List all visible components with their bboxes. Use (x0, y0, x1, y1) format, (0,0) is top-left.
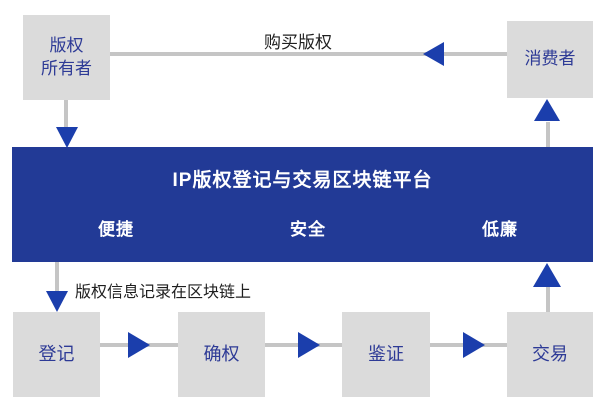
node-copyright-owner-label-line2: 所有者 (41, 58, 92, 78)
node-copyright-owner-label-line1: 版权 (49, 35, 84, 55)
node-register: 登记 (13, 312, 100, 397)
node-confirm-rights: 确权 (178, 312, 265, 397)
line-trade-to-platform (546, 287, 550, 312)
node-register-label: 登记 (38, 344, 75, 365)
feature-lowcost: 低廉 (482, 220, 518, 239)
node-confirm-rights-label: 确权 (203, 344, 240, 365)
line-owner-to-platform (64, 100, 68, 130)
arrowhead-down-icon (46, 291, 68, 312)
node-authenticate: 鉴证 (342, 312, 430, 397)
arrowhead-up-icon (533, 263, 561, 287)
arrowhead-right-icon (463, 332, 485, 358)
arrowhead-down-icon (56, 127, 78, 148)
node-authenticate-label: 鉴证 (368, 344, 404, 365)
feature-convenient: 便捷 (98, 220, 134, 239)
purchase-copyright-label: 购买版权 (264, 33, 332, 52)
arrowhead-right-icon (128, 332, 150, 358)
node-trade-label: 交易 (532, 344, 568, 365)
line-platform-to-consumer (546, 122, 550, 147)
platform-title: IP版权登记与交易区块链平台 (172, 170, 433, 191)
line-platform-to-register (55, 262, 59, 294)
node-trade: 交易 (507, 312, 593, 397)
feature-secure: 安全 (290, 220, 326, 239)
arrowhead-right-icon (298, 332, 320, 358)
record-on-chain-label: 版权信息记录在区块链上 (75, 284, 252, 301)
platform-banner: IP版权登记与交易区块链平台 便捷 安全 低廉 (12, 147, 593, 262)
node-copyright-owner: 版权 所有者 (23, 15, 110, 100)
node-consumer-label: 消费者 (524, 49, 576, 69)
arrowhead-left-icon (423, 42, 444, 66)
platform-features: 便捷 安全 低廉 (98, 215, 518, 240)
line-consumer-to-owner (110, 52, 507, 56)
arrowhead-up-icon (534, 99, 560, 121)
node-consumer: 消费者 (507, 21, 593, 98)
